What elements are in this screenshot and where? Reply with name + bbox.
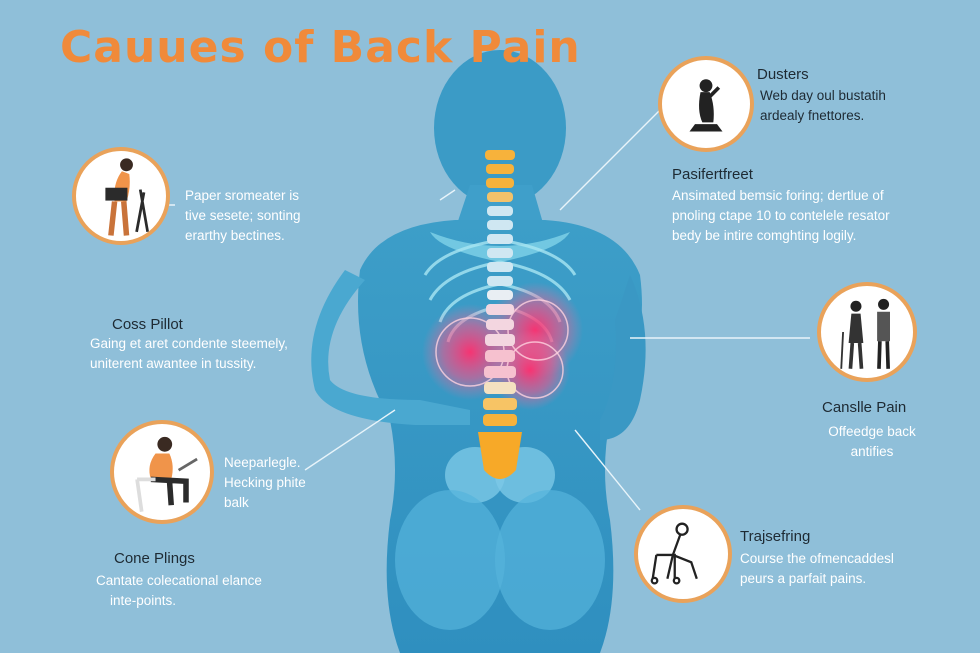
text-line: tive sesete; sonting	[185, 208, 301, 223]
text-line: Paper sromeater is	[185, 188, 300, 203]
text-line: uniterent awantee in tussity.	[90, 356, 257, 371]
text-line: bedy be intire comghting logily.	[672, 228, 857, 243]
illustration-sitting-laptop	[110, 420, 214, 524]
right-arm-shape	[600, 275, 646, 440]
text-line: Hecking phite	[224, 475, 306, 490]
page-title: Cauues of Back Pain	[60, 22, 581, 73]
item-heading-top-right: Dusters	[757, 66, 809, 83]
head-shape	[434, 50, 566, 206]
item-heading-right-middle: Canslle Pain	[822, 399, 907, 416]
text-line: antifies	[850, 444, 894, 459]
item-heading-left-bottom: Cone Plings	[114, 550, 195, 567]
text-line: pnoling ctape 10 to contelele resator	[672, 208, 890, 223]
item-text-left-top: Paper sromeater is tive sesete; sonting …	[185, 186, 301, 246]
left-arm-shape	[311, 270, 470, 425]
text-line: Course the ofmencaddesl	[740, 551, 894, 566]
item-heading-middle-right-top: Pasifertfreet	[672, 166, 753, 183]
item-text-right-middle: Offeedge back antifies	[812, 422, 932, 462]
text-line: inte-points.	[110, 593, 177, 608]
illustration-walker	[634, 505, 732, 603]
text-line: Web day oul bustatih	[760, 88, 886, 103]
text-line: peurs a parfait pains.	[740, 571, 867, 586]
text-line: balk	[224, 495, 249, 510]
text-line: Ansimated bemsic foring; dertlue of	[672, 188, 884, 203]
buttock-left	[395, 490, 505, 630]
text-line: Offeedge back	[828, 424, 916, 439]
buttock-right	[495, 490, 605, 630]
illustration-walking-cane	[817, 282, 917, 382]
item-text-top-right: Web day oul bustatih ardealy fnettores.	[760, 86, 886, 126]
text-line: ardealy fnettores.	[760, 108, 865, 123]
item-text-right-bottom: Course the ofmencaddesl peurs a parfait …	[740, 549, 894, 589]
item-heading-right-bottom: Trajsefring	[740, 528, 811, 545]
spine	[478, 150, 522, 479]
text-line: erarthy bectines.	[185, 228, 285, 243]
text-line: Cantate colecational elance	[96, 573, 262, 588]
item-text-middle-right-top: Ansimated bemsic foring; dertlue of pnol…	[672, 186, 890, 246]
item-text-left-middle: Gaing et aret condente steemely, unitere…	[90, 334, 288, 374]
text-line: Neeparlegle.	[224, 455, 301, 470]
illustration-lifting	[72, 147, 170, 245]
item-text-left-bottom: Cantate colecational elance inte-points.	[96, 571, 262, 611]
item-heading-left-middle: Coss Pillot	[112, 316, 183, 333]
text-line: Gaing et aret condente steemely,	[90, 336, 288, 351]
item-text-left-lower-side: Neeparlegle. Hecking phite balk	[224, 453, 306, 513]
shoulder-blades	[430, 232, 570, 262]
illustration-stretching	[658, 56, 754, 152]
